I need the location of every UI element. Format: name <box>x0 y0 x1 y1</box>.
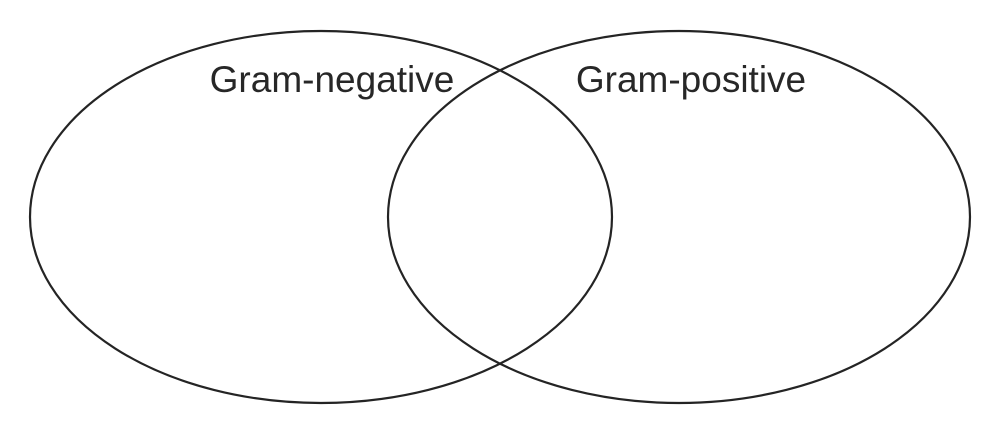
venn-ellipse-gram-positive <box>386 29 972 405</box>
label-gram-positive: Gram-positive <box>576 59 806 100</box>
label-gram-negative: Gram-negative <box>210 59 455 100</box>
venn-ellipse-gram-negative <box>28 29 614 405</box>
